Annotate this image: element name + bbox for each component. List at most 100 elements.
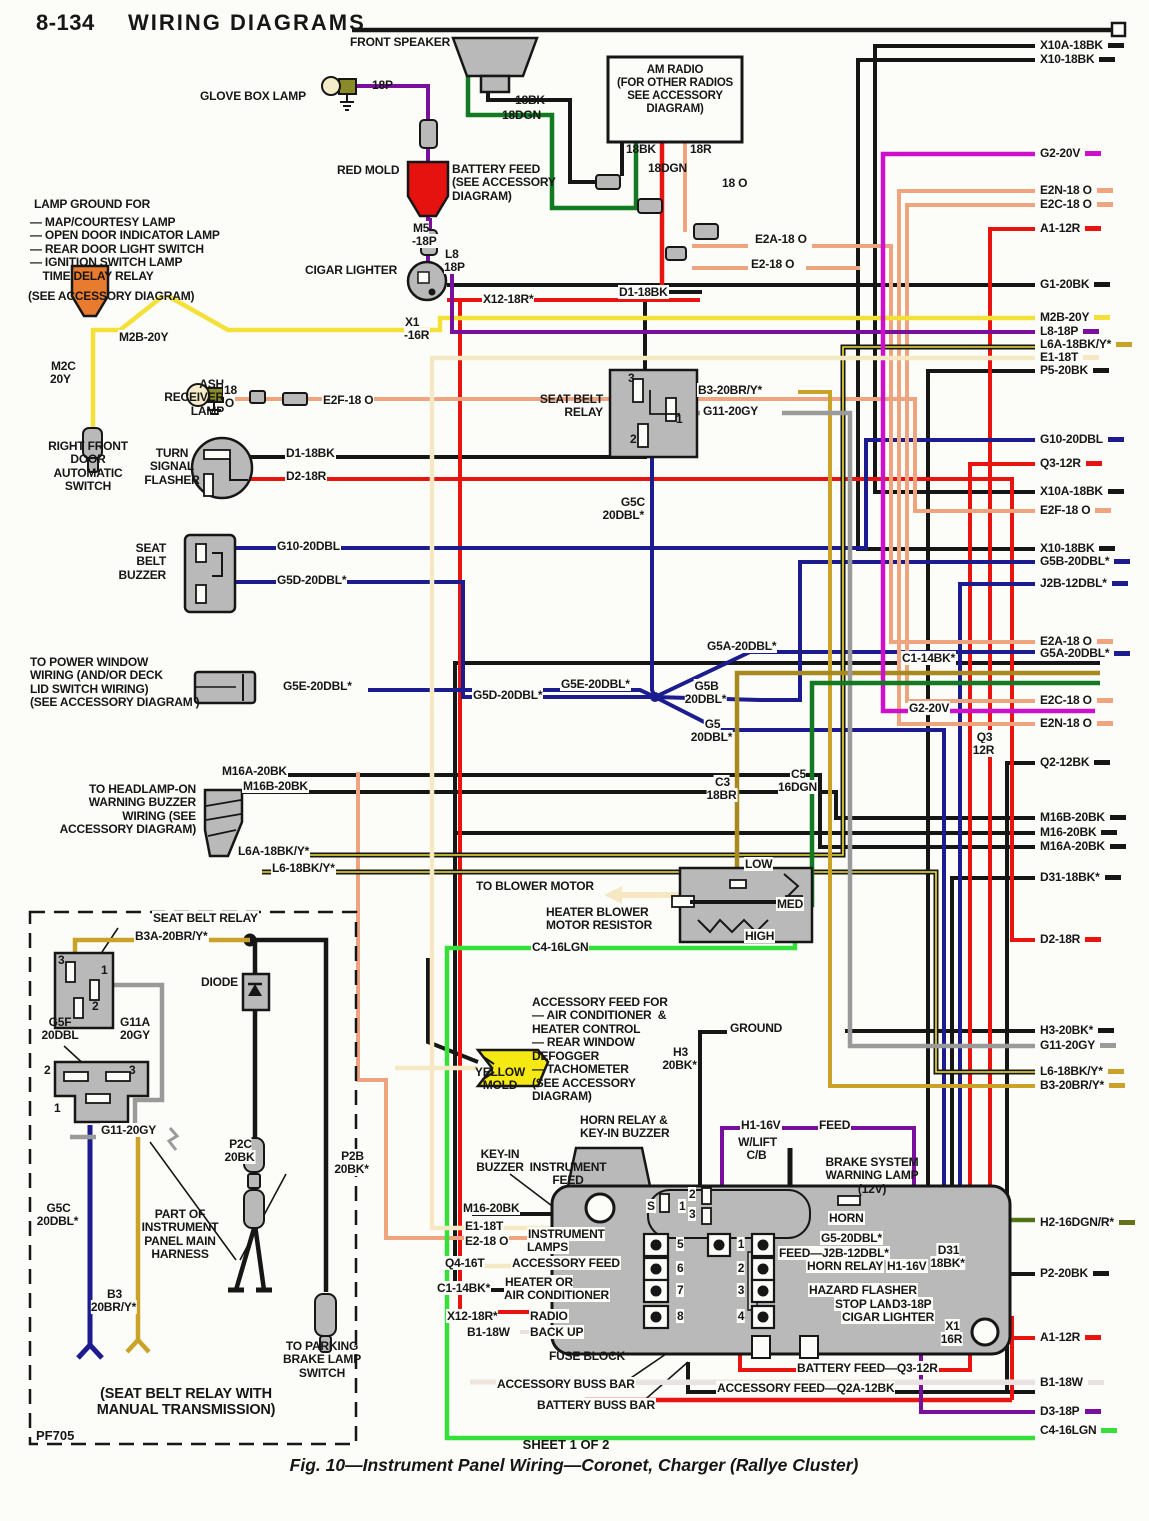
- wire-label: E1-18T: [464, 1219, 505, 1233]
- wire-label: E2-18 O: [750, 257, 796, 271]
- label-brake-warning-lamp: BRAKE SYSTEM WARNING LAMP (12V): [825, 1155, 919, 1196]
- wire-label: C1-14BK*: [901, 651, 957, 665]
- label-harness-note: PART OF INSTRUMENT PANEL MAIN HARNESS: [141, 1207, 219, 1262]
- label-horn: HORN: [828, 1211, 865, 1225]
- sheet-indicator: SHEET 1 OF 2: [522, 1437, 610, 1452]
- wire-label: G1-20BK: [1040, 277, 1111, 291]
- wire-label: B3-20BR/Y*: [697, 383, 764, 397]
- relay-pin: 3: [58, 953, 65, 967]
- wire-label: X1 16R: [940, 1319, 964, 1347]
- wire-label: D1-18BK: [285, 446, 336, 460]
- wire-label: G5C 20DBL*: [602, 495, 645, 523]
- wire-label: H3 20BK*: [662, 1045, 698, 1073]
- wire-label: G5A-20DBL*: [1040, 646, 1131, 660]
- wire-label: B3 20BR/Y*: [90, 1287, 138, 1315]
- wire-label: G5 20DBL*: [690, 717, 734, 745]
- striped-black-yellow-wires: [248, 344, 1035, 1075]
- wire-label: A1-12R: [1040, 1330, 1102, 1344]
- label-hazard-flasher: HAZARD FLASHER: [808, 1283, 918, 1297]
- wire-label: X12-18R*: [482, 292, 535, 306]
- wire-label: G10-20DBL: [276, 539, 341, 553]
- violet-wires: [880, 151, 1095, 714]
- relay-pin: 1: [676, 412, 683, 426]
- wire-label: D2-18R: [285, 469, 328, 483]
- red-mold-connector: [406, 160, 450, 218]
- wire-label: B3A-20BR/Y*: [134, 929, 209, 943]
- label-accessory-feed-list: ACCESSORY FEED FOR — AIR CONDITIONER & H…: [532, 995, 668, 1104]
- wire-label: P5-20BK: [1040, 363, 1109, 377]
- wire-label: B1-18W: [466, 1325, 511, 1339]
- headlamp-buzzer-connector: [203, 788, 244, 858]
- wire-label: MED: [776, 897, 805, 911]
- wire-label: G5E-20DBL*: [560, 677, 631, 691]
- relay-connector-bottom: [53, 1060, 150, 1124]
- wire-label: G5B-20DBL*: [1040, 554, 1131, 568]
- wire-label: H3-20BK*: [1040, 1023, 1115, 1037]
- wire-label: E2A-18 O: [1040, 634, 1113, 648]
- wire-label: G2-20V: [908, 701, 951, 715]
- top-right-terminal: [1110, 21, 1127, 38]
- wire-label: 18P: [372, 78, 393, 92]
- fuse-pin: S: [646, 1199, 656, 1213]
- wire-label: D31-18BK*: [1040, 870, 1121, 884]
- wire-label: Q2-12BK: [1040, 755, 1111, 769]
- wire-label: M5 -18P: [412, 221, 438, 249]
- wire-label: G5F 20DBL: [41, 1015, 79, 1043]
- wire-label: M16A-20BK: [221, 764, 288, 778]
- label-horn-relay-buzzer: HORN RELAY & KEY-IN BUZZER: [580, 1113, 670, 1141]
- seat-belt-relay-manual-box: [28, 910, 358, 1446]
- label-to-blower-motor: TO BLOWER MOTOR: [476, 879, 594, 893]
- am-radio-box: [606, 55, 744, 144]
- label-battery-buss-bar: BATTERY BUSS BAR: [536, 1398, 656, 1412]
- label-seat-belt-relay: SEAT BELT RELAY: [539, 392, 603, 420]
- wire-label: M16B-20BK: [242, 779, 309, 793]
- wire-label: C5 16DGN: [777, 767, 819, 795]
- label-lamp-ground-list: — MAP/COURTESY LAMP — OPEN DOOR INDICATO…: [30, 215, 220, 283]
- relay-pin: 1: [54, 1101, 61, 1115]
- drawing-code: PF705: [36, 1428, 75, 1443]
- wire-label: L6A-18BK/Y*: [237, 844, 311, 858]
- label-accessory-feed: ACCESSORY FEED: [511, 1256, 621, 1270]
- wire-label: G11A 20GY: [120, 1015, 150, 1043]
- wire-label: FEED: [818, 1118, 852, 1132]
- label-am-radio: AM RADIO (FOR OTHER RADIOS SEE ACCESSORY…: [616, 64, 734, 115]
- label-front-speaker: FRONT SPEAKER: [350, 35, 451, 49]
- wire-label: L6A-18BK/Y*: [1040, 337, 1133, 351]
- relay-bottom-shape: [53, 951, 115, 1030]
- label-parking-brake: TO PARKING BRAKE LAMP SWITCH: [283, 1339, 361, 1380]
- wire-label: D31 18BK*: [930, 1243, 966, 1271]
- wire-label: M16-20BK: [462, 1201, 521, 1215]
- wire-label: G11-20GY: [702, 404, 760, 418]
- label-yellow-mold: YELLOW MOLD: [474, 1065, 526, 1093]
- label-power-window: TO POWER WINDOW WIRING (AND/OR DECK LID …: [30, 655, 200, 710]
- fuse-cavities: [642, 1232, 776, 1330]
- label-heater-or-ac: HEATER OR AIR CONDITIONER: [504, 1275, 611, 1303]
- wire-label: E2C-18 O: [1040, 197, 1113, 211]
- relay-pin: 2: [630, 432, 637, 446]
- wire-label: E2-18 O: [464, 1234, 510, 1248]
- label-glove-box-lamp: GLOVE BOX LAMP: [200, 89, 306, 103]
- label-back-up: BACK UP: [529, 1325, 585, 1339]
- tan-wires: [230, 142, 1035, 1240]
- wire-label: 18DGN: [648, 161, 688, 175]
- wire-label: X10-18BK: [1040, 541, 1116, 555]
- fuse-pin: 2: [688, 1187, 697, 1201]
- wire-label: G5E-20DBL*: [282, 679, 353, 693]
- wire-label: X10-18BK: [1040, 52, 1116, 66]
- wire-label: M16-20BK: [1040, 825, 1118, 839]
- label-radio-fuse: RADIO: [529, 1309, 569, 1323]
- wire-label: P2C 20BK: [224, 1137, 256, 1165]
- section-title: WIRING DIAGRAMS: [128, 10, 366, 35]
- label-manual-transmission: (SEAT BELT RELAY WITH MANUAL TRANSMISSIO…: [96, 1386, 276, 1419]
- wire-label: X1 -16R: [404, 315, 431, 343]
- label-ash-receiver-lamp: ASH RECEIVER LAMP: [164, 377, 224, 418]
- wire-label: H1-16V: [886, 1259, 928, 1273]
- wire-label: E1-18T: [1040, 350, 1100, 364]
- page-number: 8-134: [36, 10, 95, 35]
- wire-label: P2-20BK: [1040, 1266, 1109, 1280]
- wire-label: M2B-20Y: [118, 330, 170, 344]
- wire-label: G5-20DBL*: [820, 1231, 883, 1245]
- label-battery-feed: BATTERY FEED (SEE ACCESSORY DIAGRAM): [452, 162, 556, 203]
- wire-label: 18DGN: [502, 108, 542, 122]
